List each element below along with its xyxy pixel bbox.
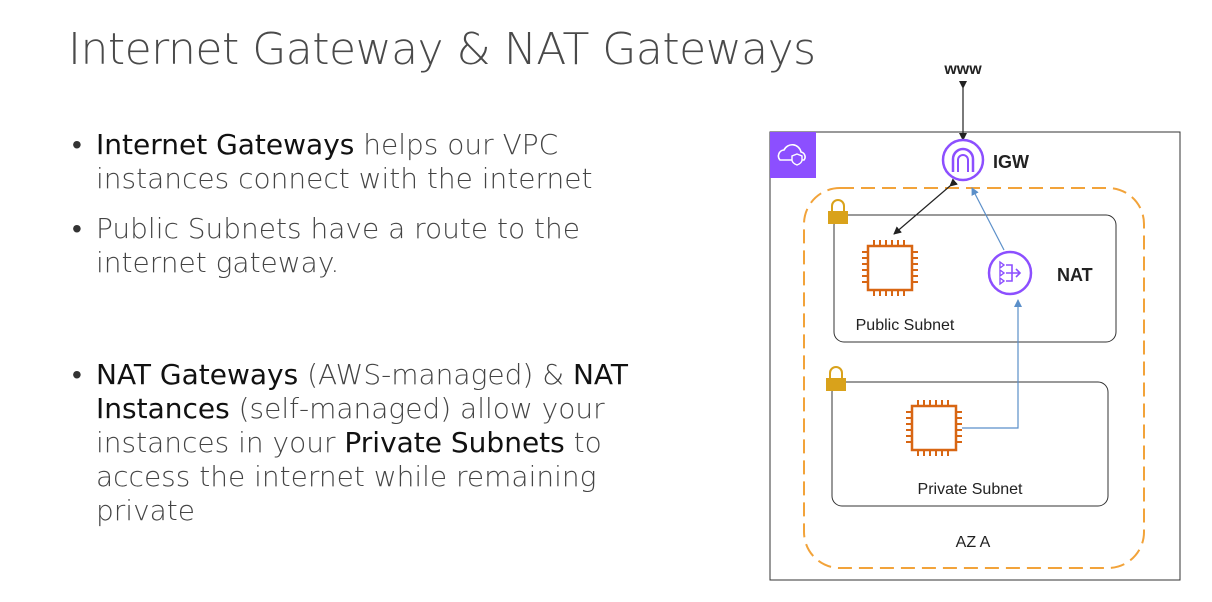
- private-instance-icon: [906, 400, 962, 456]
- public-subnet-label: Public Subnet: [856, 317, 955, 334]
- az-label: AZ A: [956, 534, 991, 551]
- bullet-public-subnets: • Public Subnets have a route to the int…: [72, 212, 682, 280]
- bullet-dot: •: [72, 212, 82, 245]
- private-subnet-box: [831, 381, 1109, 507]
- www-label: www: [943, 61, 982, 78]
- igw-label: IGW: [993, 152, 1029, 172]
- bullet-list: • Internet Gateways helps our VPC instan…: [72, 128, 682, 528]
- internet-gateway-icon: [941, 138, 985, 182]
- bullet-text: to access the internet while remaining p…: [96, 426, 602, 527]
- bullet-dot: •: [72, 358, 82, 391]
- vpc-icon: [770, 132, 816, 178]
- private-subnet-label: Private Subnet: [918, 481, 1024, 498]
- igw-public-instance-arrow: [893, 178, 958, 235]
- bullet-text: helps our VPC instances connect with the…: [96, 128, 593, 195]
- bullet-text: Public Subnets have a route to the inter…: [96, 212, 580, 279]
- public-instance-icon: [862, 240, 918, 296]
- bullet-text: (self-managed) allow your instances in y…: [96, 392, 605, 459]
- public-subnet-box: [833, 214, 1117, 343]
- nat-label: NAT: [1057, 265, 1093, 285]
- public-subnet-lock-icon: [828, 199, 848, 224]
- private-instance-nat-arrow: [962, 299, 1022, 429]
- bullet-text: (AWS-managed) &: [298, 358, 573, 391]
- bullet-nat-gateways: • NAT Gateways (AWS-managed) & NAT Insta…: [72, 358, 682, 528]
- vpc-box: [769, 131, 1181, 581]
- bullet-internet-gateways: • Internet Gateways helps our VPC instan…: [72, 128, 682, 196]
- slide-title: Internet Gateway & NAT Gateways: [68, 24, 816, 75]
- bullet-dot: •: [72, 128, 82, 161]
- bullet-emphasis: NAT Instances: [96, 358, 628, 425]
- az-box: [803, 187, 1145, 569]
- bullet-emphasis: Private Subnets: [344, 426, 565, 459]
- nat-gateway-icon: [987, 250, 1033, 296]
- bullet-emphasis: Internet Gateways: [96, 128, 355, 161]
- private-subnet-lock-icon: [826, 366, 846, 391]
- nat-igw-arrow: [971, 187, 1005, 251]
- bullet-emphasis: NAT Gateways: [96, 358, 299, 391]
